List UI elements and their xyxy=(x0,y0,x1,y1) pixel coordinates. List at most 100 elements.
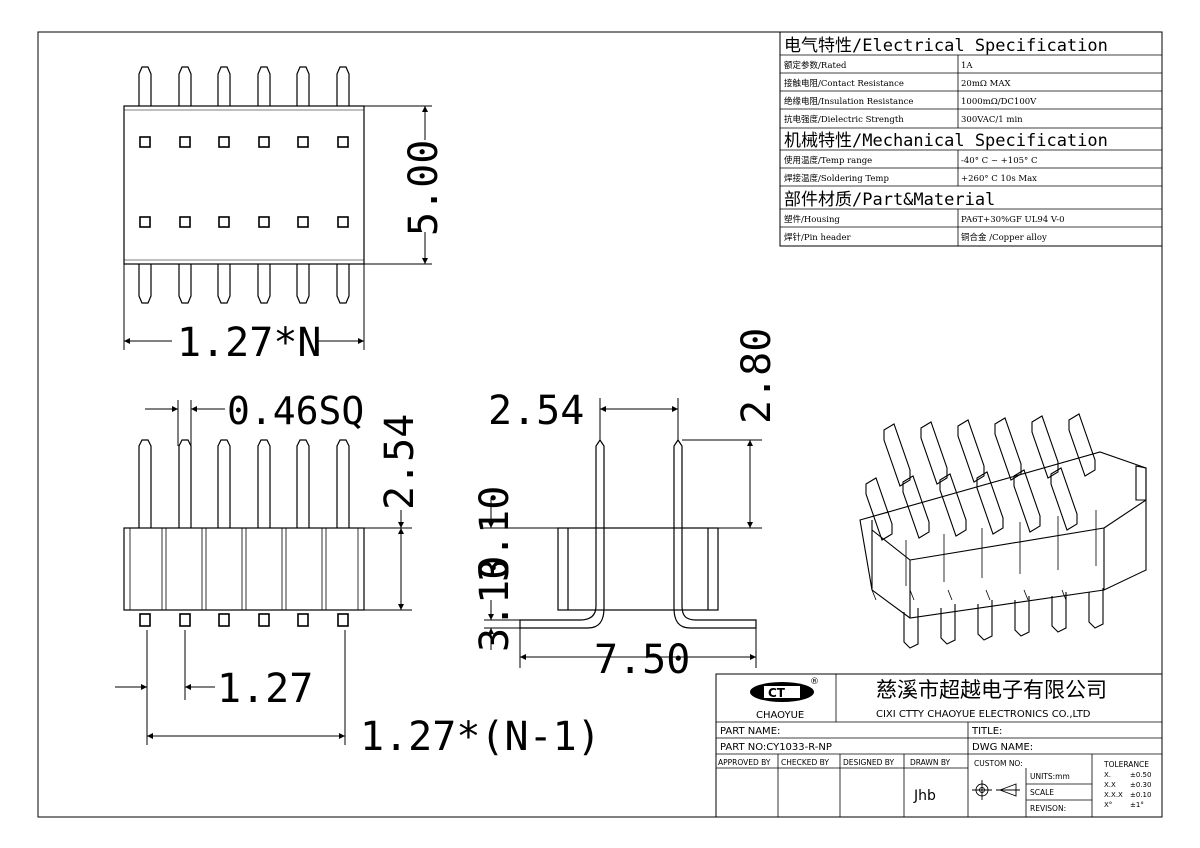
pin-front xyxy=(296,439,310,528)
pin-front xyxy=(178,439,192,528)
pin-front xyxy=(257,439,271,528)
top-view-pins xyxy=(138,66,350,304)
checked-by-label: CHECKED BY xyxy=(781,758,829,767)
spec-value: -40° C ~ +105° C xyxy=(961,156,1037,166)
iso-pin-lower xyxy=(1088,588,1104,629)
tolerance-format: X. xyxy=(1104,771,1111,779)
spec-value: 300VAC/1 min xyxy=(961,115,1023,125)
pin-square xyxy=(337,136,349,148)
spec-label: 使用温度/Temp range xyxy=(784,155,872,166)
iso-pin-back xyxy=(883,423,911,487)
spec-value: 1000mΩ/DC100V xyxy=(961,97,1037,107)
pin-top xyxy=(257,66,271,106)
pin-foot xyxy=(337,613,349,627)
spec-label: 抗电强度/Dielectric Strength xyxy=(784,114,904,125)
pin-foot xyxy=(139,613,151,627)
tolerance-value: ±0.10 xyxy=(1130,791,1151,799)
pin-bottom xyxy=(178,264,192,304)
approved-by-label: APPROVED BY xyxy=(718,758,771,767)
housing-segment xyxy=(947,528,983,601)
projection-symbol xyxy=(972,780,1020,800)
pin-square xyxy=(297,216,309,228)
designed-by-label: DESIGNED BY xyxy=(843,758,895,767)
pin-bottom xyxy=(336,264,350,304)
dim-side xyxy=(484,398,762,668)
pin-square xyxy=(258,216,270,228)
spec-label: 焊接温度/Soldering Temp xyxy=(784,173,889,184)
spec-label: 接触电阻/Contact Resistance xyxy=(784,78,904,89)
logo-text: CHAOYUE xyxy=(756,710,804,721)
drawn-by-label: DRAWN BY xyxy=(910,758,951,767)
material-spec-header: 部件材质/Part&Material xyxy=(784,190,995,210)
pin-front xyxy=(217,439,231,528)
pin-foot xyxy=(179,613,191,627)
company-name-cn: 慈溪市超越电子有限公司 xyxy=(876,678,1107,702)
svg-text:®: ® xyxy=(810,677,819,687)
pin-square xyxy=(258,136,270,148)
pin-square xyxy=(139,216,151,228)
isometric-view xyxy=(859,413,1147,649)
mechanical-spec-rows: 使用温度/Temp range -40° C ~ +105° C 焊接温度/So… xyxy=(784,155,1037,184)
sheet-border xyxy=(37,31,1163,818)
pin-square xyxy=(139,136,151,148)
front-view-pins xyxy=(138,439,350,627)
spec-value: 20mΩ MAX xyxy=(961,79,1011,89)
tolerance-value: ±1° xyxy=(1130,801,1144,809)
tolerance-list: X. ±0.50 X.X ±0.30 X.X.X ±0.10 X° ±1° xyxy=(1104,771,1151,809)
dim-pin-sq-label: 0.46SQ xyxy=(227,389,364,433)
pin-square xyxy=(297,136,309,148)
pin-front xyxy=(138,439,152,528)
dim-width-top-label: 1.27*N xyxy=(177,320,322,366)
dwg-name-label: DWG NAME: xyxy=(972,742,1033,753)
material-spec-rows: 塑件/Housing PA6T+30%GF UL94 V-0 焊针/Pin he… xyxy=(784,214,1065,243)
pin-square xyxy=(337,216,349,228)
dim-height-top xyxy=(364,105,432,265)
pin-bottom xyxy=(217,264,231,304)
iso-pin-front xyxy=(1013,469,1041,533)
iso-pin-back xyxy=(920,421,948,485)
iso-pin-lower xyxy=(940,604,956,645)
dim-foot-span-side-label: 7.50 xyxy=(594,637,690,683)
iso-pin-back xyxy=(957,419,985,483)
housing-segment xyxy=(1023,516,1059,601)
svg-text:CT: CT xyxy=(768,686,786,700)
spec-value: 铜合金 /Copper alloy xyxy=(961,232,1047,243)
housing-segment xyxy=(909,534,945,601)
dim-foot-height-side-label: 3.10 xyxy=(472,556,518,652)
pin-top xyxy=(178,66,192,106)
dim-width-top xyxy=(123,264,365,350)
spec-label: 焊针/Pin header xyxy=(784,232,852,243)
spec-label: 塑件/Housing xyxy=(784,214,840,225)
pin-top xyxy=(138,66,152,106)
pin-bottom xyxy=(138,264,152,304)
top-view-body xyxy=(123,105,365,265)
pin-top xyxy=(336,66,350,106)
dim-overall-bottom-label: 1.27*(N-1) xyxy=(360,714,601,760)
part-no-label: PART NO:CY1033-R-NP xyxy=(720,742,832,753)
tolerance-title: TOLERANCE xyxy=(1103,760,1149,769)
electrical-spec-rows: 额定参数/Rated 1A 接触电阻/Contact Resistance 20… xyxy=(784,60,1037,125)
pin-bottom xyxy=(296,264,310,304)
dim-body-height-side-label: 3.10 xyxy=(472,486,518,582)
pin-foot xyxy=(258,613,270,627)
front-view xyxy=(123,439,365,627)
pin-square xyxy=(179,136,191,148)
iso-pin-front xyxy=(902,475,930,539)
part-name-label: PART NAME: xyxy=(720,726,780,737)
spec-table: 电气特性/Electrical Specification 额定参数/Rated… xyxy=(779,31,1163,247)
side-view-body xyxy=(557,527,719,611)
pin-front xyxy=(336,439,350,528)
pin-foot xyxy=(297,613,309,627)
dim-pitch-bottom-label: 1.27 xyxy=(217,666,313,712)
iso-pin-front xyxy=(939,473,967,537)
tolerance-format: X.X.X xyxy=(1104,791,1123,799)
pin-bottom xyxy=(257,264,271,304)
iso-pin-front xyxy=(865,477,893,541)
dim-row-pitch-front-label: 2.54 xyxy=(377,414,423,510)
drawn-by-value: Jhb xyxy=(913,788,936,804)
pin-square xyxy=(218,136,230,148)
title-label: TITLE: xyxy=(971,726,1002,737)
spec-value: +260° C 10s Max xyxy=(961,174,1037,184)
iso-pin-lower xyxy=(977,600,993,641)
